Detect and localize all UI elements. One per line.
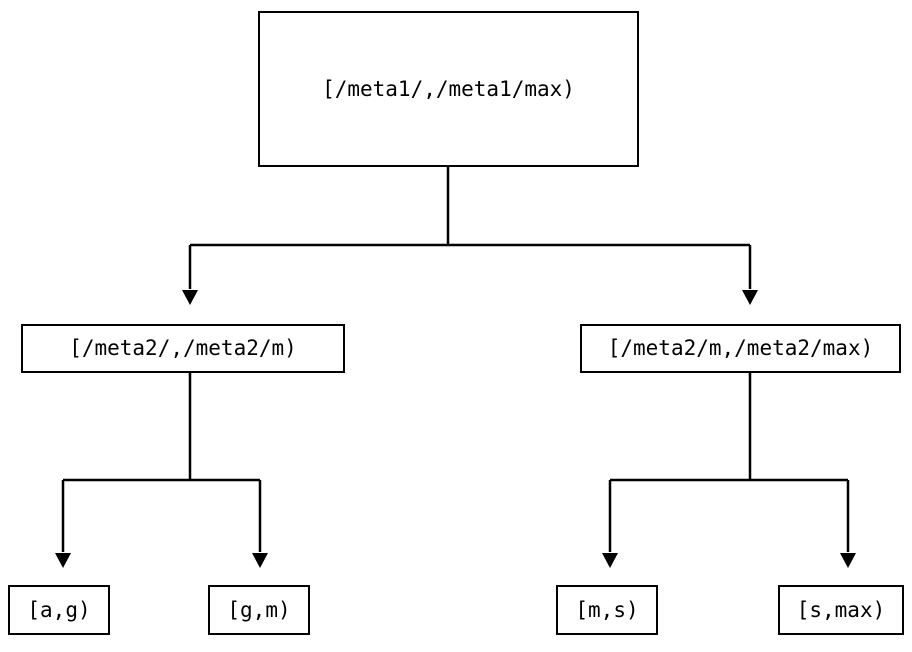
edge-right-branch-to-leaves bbox=[602, 373, 856, 568]
tree-node-leaf-ms-label: [m,s) bbox=[575, 597, 639, 622]
tree-node-leaf-gm-label: [g,m) bbox=[227, 597, 291, 622]
tree-node-right-branch-label: [/meta2/m,/meta2/max) bbox=[607, 336, 874, 360]
edge-root-to-branches bbox=[182, 167, 758, 305]
arrowhead-icon bbox=[252, 553, 268, 568]
arrowhead-icon bbox=[742, 290, 758, 305]
tree-node-leaf-ag[interactable]: [a,g) bbox=[8, 585, 110, 635]
tree-node-leaf-ag-label: [a,g) bbox=[27, 597, 91, 622]
tree-node-leaf-smax-label: [s,max) bbox=[796, 597, 886, 622]
arrowhead-icon bbox=[840, 553, 856, 568]
tree-node-left-branch-label: [/meta2/,/meta2/m) bbox=[69, 336, 297, 360]
tree-node-right-branch[interactable]: [/meta2/m,/meta2/max) bbox=[580, 324, 901, 373]
tree-node-left-branch[interactable]: [/meta2/,/meta2/m) bbox=[21, 324, 345, 373]
tree-node-leaf-gm[interactable]: [g,m) bbox=[208, 585, 310, 635]
arrowhead-icon bbox=[55, 553, 71, 568]
tree-node-leaf-ms[interactable]: [m,s) bbox=[556, 585, 658, 635]
arrowhead-icon bbox=[182, 290, 198, 305]
tree-node-root-label: [/meta1/,/meta1/max) bbox=[322, 76, 575, 101]
tree-node-leaf-smax[interactable]: [s,max) bbox=[778, 585, 904, 635]
edge-left-branch-to-leaves bbox=[55, 373, 268, 568]
arrowhead-icon bbox=[602, 553, 618, 568]
tree-node-root[interactable]: [/meta1/,/meta1/max) bbox=[258, 11, 639, 167]
